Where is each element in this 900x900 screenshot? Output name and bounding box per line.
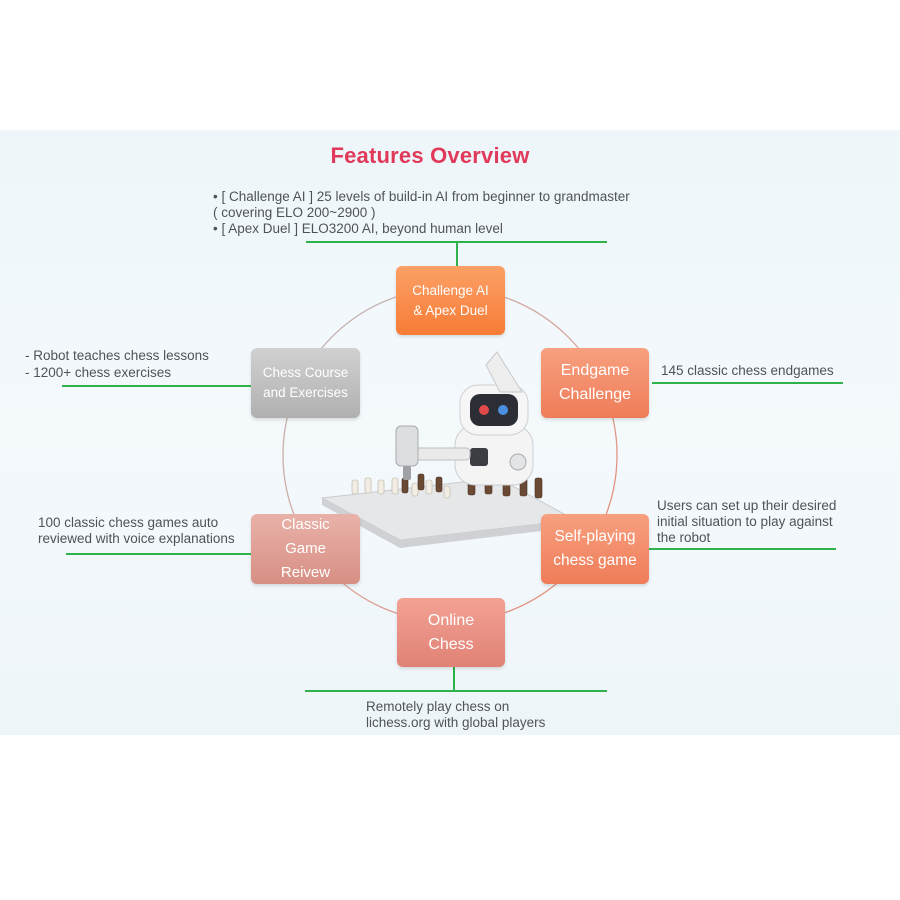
course-box-line1: Chess Course	[262, 365, 349, 380]
selfplay-note-line3: the robot	[657, 530, 711, 545]
challenge-note-line3: • [ Apex Duel ] ELO3200 AI, beyond human…	[213, 221, 503, 236]
course-note-line1: - Robot teaches chess lessons	[25, 348, 209, 363]
selfplay-box-line2: chess game	[553, 552, 637, 569]
course-note-underline	[62, 385, 252, 387]
online-box-line1: Online	[427, 611, 475, 629]
challenge-ai-box-line1: Challenge AI	[412, 282, 489, 298]
challenge-note-line1: • [ Challenge AI ] 25 levels of build-in…	[213, 189, 630, 204]
selfplay-note-underline	[649, 548, 836, 550]
classic-review-box: Classic Game Reivew	[251, 514, 360, 584]
online-connector	[453, 667, 455, 691]
classic-note-line2: reviewed with voice explanations	[38, 531, 235, 546]
selfplay-note-line2: initial situation to play against	[657, 514, 833, 529]
endgame-box-line1: Endgame	[560, 362, 630, 379]
selfplay-box-line1: Self-playing	[554, 528, 636, 545]
online-note-line1: Remotely play chess on	[366, 699, 510, 714]
self-playing-box: Self-playing chess game	[541, 514, 649, 584]
online-note-line2: lichess.org with global players	[366, 715, 546, 730]
endgame-challenge-box: Endgame Challenge	[541, 348, 649, 418]
chess-robot-icon	[320, 351, 577, 548]
online-note-underline	[305, 690, 607, 692]
challenge-ai-box: Challenge AI & Apex Duel	[396, 266, 505, 335]
course-box-line2: and Exercises	[263, 385, 348, 400]
classic-box-line3: Reivew	[280, 564, 331, 581]
course-note-line2: - 1200+ chess exercises	[25, 365, 171, 380]
selfplay-note-line1: Users can set up their desired	[657, 498, 837, 513]
chess-course-box: Chess Course and Exercises	[251, 348, 360, 418]
challenge-ai-box-line2: & Apex Duel	[413, 302, 488, 318]
challenge-note-line2: ( covering ELO 200~2900 )	[213, 205, 376, 220]
classic-note-line1: 100 classic chess games auto	[38, 515, 219, 530]
endgame-box-line2: Challenge	[558, 386, 632, 403]
classic-note-underline	[66, 553, 252, 555]
endgame-note-underline	[652, 382, 843, 384]
online-chess-box: Online Chess	[397, 598, 505, 667]
classic-box-line2: Game	[285, 540, 326, 557]
challenge-connector	[456, 241, 458, 266]
page-title: Features Overview	[330, 143, 530, 168]
endgame-note: 145 classic chess endgames	[661, 363, 834, 378]
online-box-line2: Chess	[428, 635, 474, 653]
classic-box-line1: Classic	[281, 516, 330, 533]
